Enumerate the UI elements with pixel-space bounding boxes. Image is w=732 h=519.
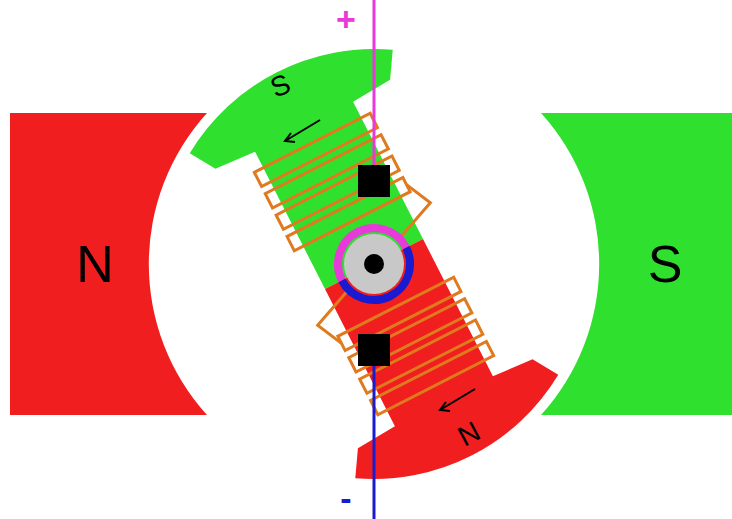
brush — [358, 334, 390, 366]
terminal-sign: + — [336, 2, 356, 36]
pole-letter: S — [648, 238, 683, 290]
pole-letter: N — [76, 238, 114, 290]
field-arrow — [285, 120, 475, 411]
rotor-pole-red — [273, 212, 574, 507]
shaft — [364, 254, 384, 274]
stator-magnet: N — [10, 113, 210, 415]
magnet-shape — [541, 113, 732, 415]
brush — [358, 165, 390, 197]
stator-magnet: S — [541, 113, 732, 415]
commutator-core — [344, 234, 404, 294]
terminal-sign: - — [340, 481, 351, 515]
negative-wire — [373, 365, 376, 519]
positive-wire — [373, 0, 376, 165]
